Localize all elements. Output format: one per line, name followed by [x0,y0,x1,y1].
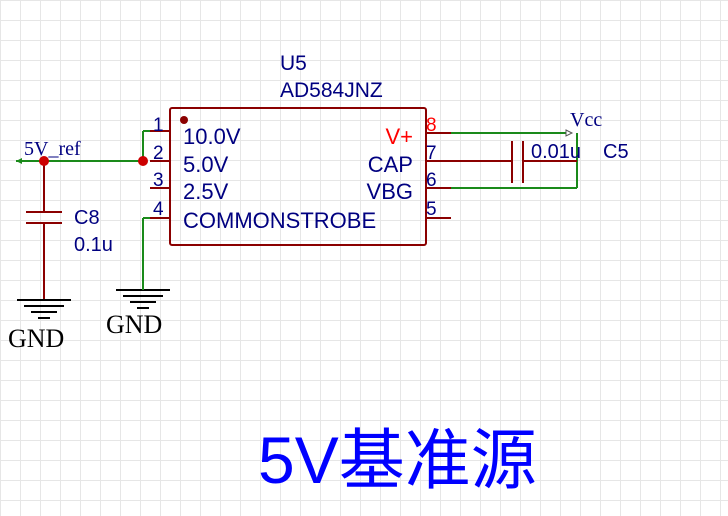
gnd-left-label: GND [8,324,64,353]
pin-3-name: 2.5V [183,179,229,204]
net-ref-arrow-icon [16,158,22,164]
gnd-left-symbol-icon [17,299,71,319]
pin-4-name: COMMONSTROBE [183,208,376,233]
u5-body [169,107,427,246]
gnd-mid-symbol-icon [116,289,170,309]
u5-designator: U5 [280,52,307,75]
pin-2-name: 5.0V [183,152,229,177]
pin-6-number: 6 [426,170,437,191]
pin-1-number: 1 [153,115,164,136]
sheet-title: 5V基准源 [258,423,537,497]
c8-designator: C8 [74,207,100,229]
net-label-vcc: Vcc [570,109,602,131]
pin-5-number: 5 [426,199,437,220]
pin-1-name: 10.0V [183,124,241,149]
pin1-marker [180,116,188,124]
net-label-5v-ref: 5V_ref [24,138,81,160]
pin-3-number: 3 [153,170,164,191]
c5-value: 0.01u [531,141,581,163]
pin-2-number: 2 [153,143,164,164]
u5-part-number: AD584JNZ [280,79,383,102]
pin-7-name: CAP [368,152,413,177]
pin-8-number: 8 [426,115,437,136]
pin-8-name: V+ [385,124,413,149]
pin-7-number: 7 [426,143,437,164]
vcc-port-icon [565,129,574,137]
component-lines [26,107,577,300]
gnd-mid-label: GND [106,310,162,339]
junction-c8 [39,156,49,166]
wires [16,130,578,262]
c8-value: 0.1u [74,234,113,256]
pin-6-name: VBG [367,179,413,204]
pin-4-number: 4 [153,199,164,220]
c5-designator: C5 [603,141,629,163]
junction-pin2 [138,156,148,166]
